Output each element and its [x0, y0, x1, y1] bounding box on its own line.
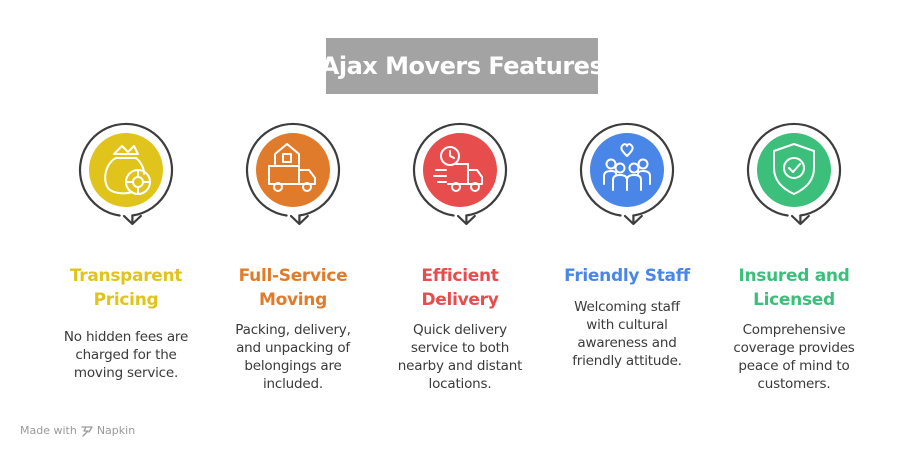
feature-title: Transparent Pricing	[42, 264, 210, 312]
feature-title: Efficient Delivery	[376, 264, 544, 312]
made-with-label: Made with	[20, 424, 77, 437]
feature-description: Packing, delivery, and unpacking of belo…	[209, 321, 377, 393]
description-line: moving service.	[73, 365, 179, 381]
page-title: Ajax Movers Features	[320, 52, 604, 80]
title-banner: Ajax Movers Features	[321, 38, 604, 94]
feature-title-line: Full-Service	[238, 266, 348, 286]
description-line: charged for the	[75, 347, 177, 363]
description-line: and unpacking of	[236, 340, 350, 356]
description-line: friendly attitude.	[572, 353, 682, 369]
napkin-logo-icon	[81, 425, 93, 437]
description-line: customers.	[757, 376, 831, 392]
description-line: locations.	[428, 376, 492, 392]
description-line: No hidden fees are	[63, 329, 189, 345]
feature-description: Welcoming staff with cultural awareness …	[543, 298, 711, 370]
description-line: Comprehensive	[742, 322, 846, 338]
description-line: service to both	[410, 340, 510, 356]
fast-delivery-truck-icon	[433, 146, 483, 192]
description-line: Welcoming staff	[574, 299, 680, 315]
feature-title-line: Transparent	[69, 266, 183, 286]
feature-badge	[78, 122, 174, 226]
feature-title-line: Delivery	[421, 290, 499, 310]
feature-title-line: Friendly Staff	[564, 266, 690, 286]
description-line: with cultural	[586, 317, 668, 333]
feature-title-line: Pricing	[93, 290, 159, 310]
money-bag-icon	[104, 145, 151, 195]
feature-badge	[579, 122, 675, 226]
feature-title: Full-Service Moving	[209, 264, 377, 312]
feature-title-line: Insured and	[738, 266, 850, 286]
description-line: belongings are	[244, 358, 342, 374]
description-line: Quick delivery	[413, 322, 507, 338]
feature-badge	[746, 122, 842, 226]
feature-description: No hidden fees are charged for the movin…	[42, 328, 210, 382]
group-people-heart-icon	[603, 143, 651, 191]
description-line: peace of mind to	[738, 358, 850, 374]
feature-description: Quick delivery service to both nearby an…	[376, 321, 544, 393]
description-line: Packing, delivery,	[235, 322, 351, 338]
napkin-brand-label: Napkin	[96, 424, 136, 437]
feature-title-line: Moving	[259, 290, 327, 310]
description-line: awareness and	[577, 335, 677, 351]
feature-description: Comprehensive coverage provides peace of…	[710, 321, 878, 393]
feature-badge	[412, 122, 508, 226]
description-line: included.	[263, 376, 323, 392]
feature-badge	[245, 122, 341, 226]
home-truck-icon	[268, 143, 316, 192]
feature-title: Insured and Licensed	[710, 264, 878, 312]
feature-title-line: Efficient	[421, 266, 499, 286]
shield-check-icon	[773, 143, 815, 195]
description-line: nearby and distant	[397, 358, 523, 374]
description-line: coverage provides	[733, 340, 855, 356]
footer-attribution: Made with Napkin	[20, 424, 135, 437]
feature-title: Friendly Staff	[543, 264, 711, 288]
feature-title-line: Licensed	[753, 290, 835, 310]
